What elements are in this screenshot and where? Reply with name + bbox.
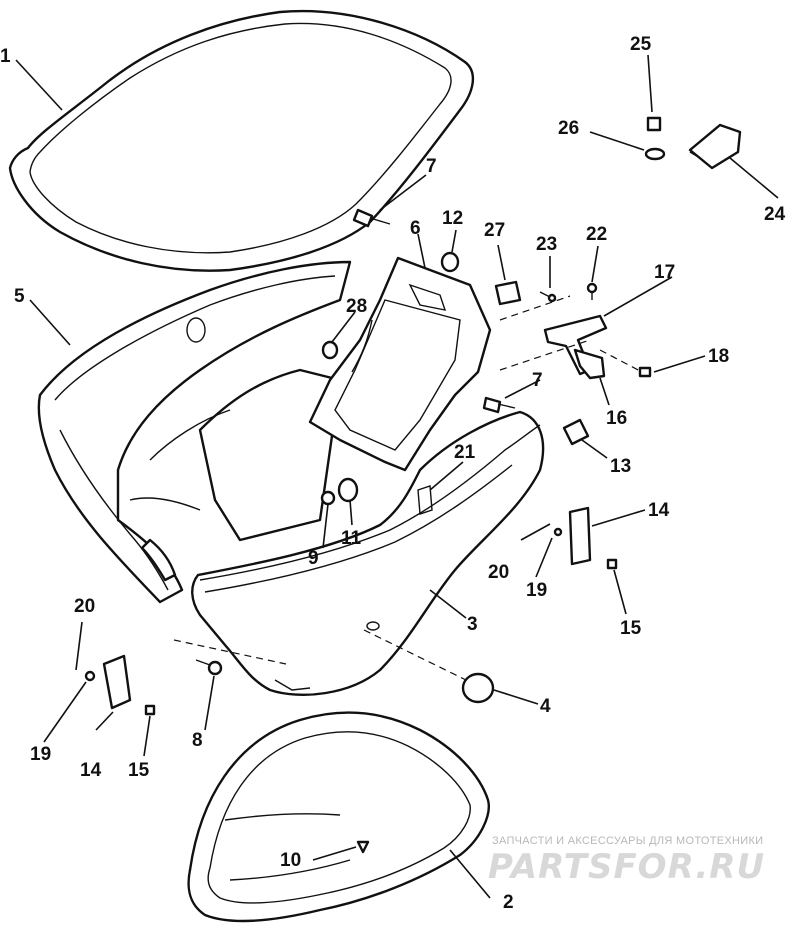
callout-21: 21 xyxy=(454,442,476,463)
lower-cowl-main-body xyxy=(37,260,352,604)
callout-1: 1 xyxy=(0,46,11,67)
part-28-grommet xyxy=(321,340,339,360)
callout-4: 4 xyxy=(540,696,551,717)
part-14-latch-plate-right xyxy=(568,506,592,566)
callout-25: 25 xyxy=(630,34,652,55)
part-4-plug xyxy=(461,672,495,704)
part-9-washer xyxy=(320,490,336,506)
callout-3: 3 xyxy=(467,614,478,635)
callout-8: 8 xyxy=(192,730,203,751)
callout-14-left: 14 xyxy=(80,760,102,781)
callout-14-right: 14 xyxy=(648,500,670,521)
upper-seal-gasket xyxy=(8,9,475,272)
callout-26: 26 xyxy=(558,118,579,139)
callout-7-upper: 7 xyxy=(426,156,437,177)
callout-9: 9 xyxy=(308,548,319,569)
part-13-pad xyxy=(562,418,590,446)
part-24-connector xyxy=(688,123,742,170)
callout-13: 13 xyxy=(610,456,631,477)
callout-20-right: 20 xyxy=(488,562,509,583)
callout-10: 10 xyxy=(280,850,301,871)
callout-27: 27 xyxy=(484,220,505,241)
part-19-washer-left xyxy=(84,670,96,682)
callout-11: 11 xyxy=(341,528,362,549)
part-14-latch-plate-left xyxy=(102,654,132,710)
part-12-bumper xyxy=(440,251,460,273)
lower-seal-gasket xyxy=(187,711,490,923)
callout-24: 24 xyxy=(764,204,786,225)
callout-15-right: 15 xyxy=(620,618,642,639)
watermark-tagline: ЗАПЧАСТИ И АКСЕССУАРЫ ДЛЯ МОТОТЕХНИКИ xyxy=(492,835,763,847)
part-23-screw xyxy=(539,291,557,303)
watermark: ЗАПЧАСТИ И АКСЕССУАРЫ ДЛЯ МОТОТЕХНИКИ PA… xyxy=(488,835,765,887)
part-22-screw xyxy=(586,282,598,300)
callout-5: 5 xyxy=(14,286,25,307)
part-11-grommet xyxy=(337,477,359,503)
callout-2: 2 xyxy=(503,892,514,913)
part-15-screw-right xyxy=(606,558,618,570)
part-26-washer xyxy=(644,147,666,161)
leader-lines xyxy=(15,54,779,899)
part-25-screw xyxy=(646,116,662,132)
part-19-washer-right xyxy=(553,527,563,537)
callout-23: 23 xyxy=(536,234,557,255)
callout-7-lower: 7 xyxy=(532,370,543,391)
callout-19-left: 19 xyxy=(30,744,51,765)
part-7-screw-upper xyxy=(352,208,391,228)
callout-12: 12 xyxy=(442,208,463,229)
part-8-screw xyxy=(195,659,223,676)
part-7-screw-lower xyxy=(482,396,516,414)
callout-16: 16 xyxy=(606,408,627,429)
callout-20-left: 20 xyxy=(74,596,95,617)
part-15-screw-left xyxy=(144,704,156,716)
mounting-bracket xyxy=(308,256,492,472)
part-18-screw xyxy=(638,366,652,378)
callout-15-left: 15 xyxy=(128,760,150,781)
callout-19-right: 19 xyxy=(526,580,547,601)
callout-6: 6 xyxy=(410,218,421,239)
part-16-hook xyxy=(573,348,606,380)
watermark-logo: PARTSFOR.RU xyxy=(488,847,765,887)
lower-cowl-rear-section xyxy=(191,410,545,696)
callout-22: 22 xyxy=(586,224,607,245)
callout-18: 18 xyxy=(708,346,729,367)
part-27-pad xyxy=(494,280,522,306)
part-21-bracket xyxy=(417,485,433,515)
callout-labels: 1 2 3 4 5 6 7 7 8 9 10 11 12 13 14 14 15… xyxy=(0,34,786,913)
part-10-clip xyxy=(356,840,370,854)
assembly-lines xyxy=(173,295,643,681)
callout-28: 28 xyxy=(346,296,367,317)
callout-17: 17 xyxy=(654,262,675,283)
